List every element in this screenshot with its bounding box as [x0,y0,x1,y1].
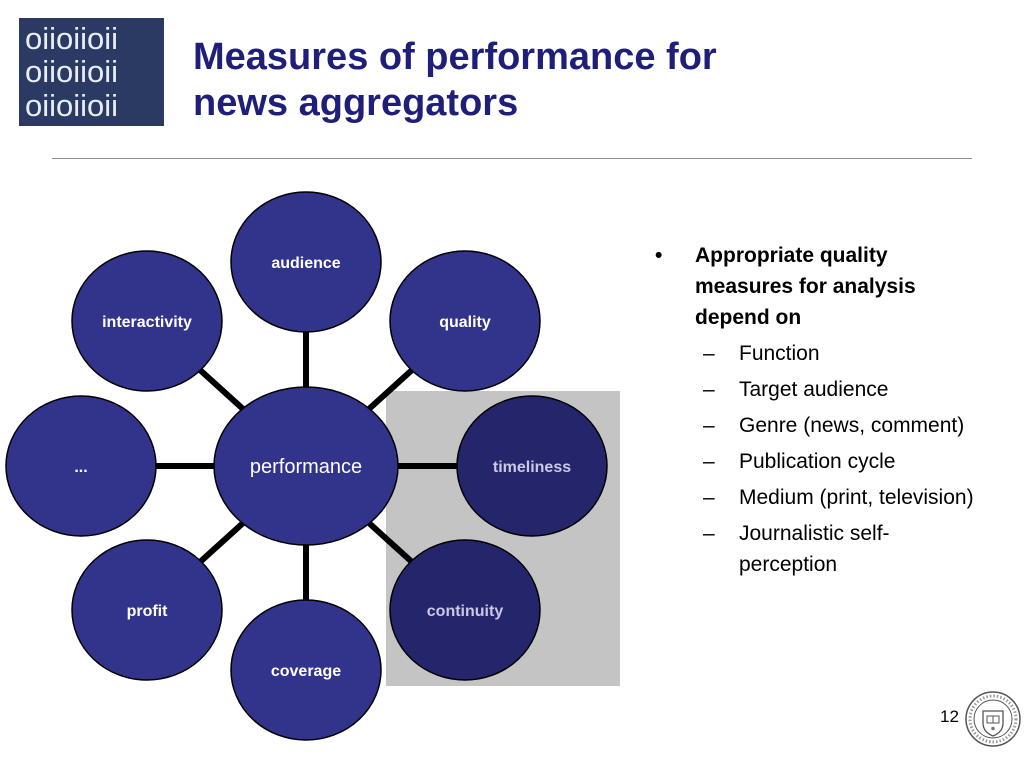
title-divider [52,158,972,159]
node-label-more: ... [74,459,87,476]
node-label-performance: performance [250,456,362,478]
bullet-main-text: Appropriate quality measures for analysi… [695,244,916,329]
node-audience [230,191,382,333]
sub-bullet-text: Journalistic self-perception [739,522,890,576]
node-label-profit: profit [127,603,169,620]
page-number: 12 [940,707,959,726]
sub-bullet-dash: – [703,450,715,473]
node-performance [213,386,399,546]
sub-bullet-text: Function [739,342,820,365]
node-timeliness [456,395,608,537]
node-label-quality: quality [439,314,491,331]
sub-bullet-text: Medium (print, television) [739,486,974,509]
sub-bullet: – Publication cycle [703,446,975,477]
university-seal-icon [965,691,1021,747]
sub-bullet: – Function [703,338,975,369]
sub-bullet: – Genre (news, comment) [703,410,975,441]
sub-bullet-text: Target audience [739,378,889,401]
sub-bullet-dash: – [703,378,715,401]
node-label-interactivity: interactivity [102,314,192,331]
node-label-timeliness: timeliness [493,459,571,476]
node-coverage [230,599,382,741]
sub-bullet-text: Publication cycle [739,450,896,473]
node-interactivity [71,250,223,392]
performance-diagram: audience quality timeliness continuity c… [5,191,620,741]
sub-bullet: – Journalistic self-perception [703,518,975,580]
slide-title-line-1: Measures of performance for [193,36,717,78]
node-label-continuity: continuity [427,603,504,620]
sub-bullet-dash: – [703,522,715,545]
node-continuity [389,539,541,681]
node-label-coverage: coverage [271,663,341,680]
node-more [5,395,157,537]
sub-bullet: – Target audience [703,374,975,405]
bullet-list: • Appropriate quality measures for analy… [655,240,975,580]
bullet-main: • Appropriate quality measures for analy… [655,240,975,333]
logo-row: oiioiioii [25,21,119,57]
logo-row: oiioiioii [25,54,119,90]
sub-bullet-text: Genre (news, comment) [739,414,965,437]
slide-title: Measures of performance for news aggrega… [193,34,913,126]
slide-title-line-2: news aggregators [193,82,519,124]
node-profit [71,539,223,681]
sub-bullet-dash: – [703,414,715,437]
sub-bullet: – Medium (print, television) [703,482,975,513]
node-quality [389,250,541,392]
logo: oiioiioii oiioiioii oiioiioii [19,18,164,126]
node-label-audience: audience [271,255,340,272]
sub-bullet-dash: – [703,342,715,365]
sub-bullet-dash: – [703,486,715,509]
bullet-mark: • [655,244,663,267]
logo-row: oiioiioii [25,87,119,123]
